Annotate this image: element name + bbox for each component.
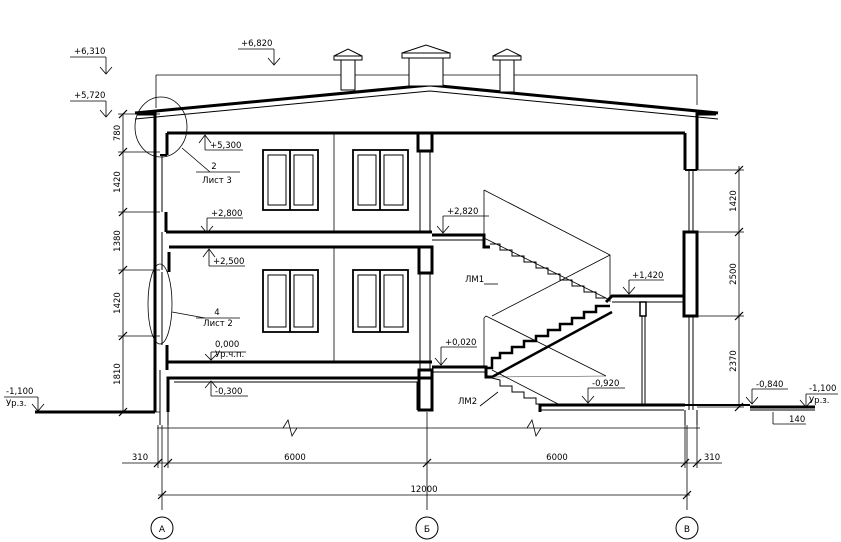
foot-dimension <box>772 412 806 425</box>
stair-label-upper: ЛМ1 <box>465 275 484 285</box>
axis-bubble-v <box>675 516 699 540</box>
elev-top-chimney: +6,310 <box>74 47 105 57</box>
detail-callouts <box>134 96 240 345</box>
elev-floor-2-lower: +2,500 <box>213 257 244 267</box>
dim-left-4: 1420 <box>113 292 123 314</box>
dim-left-5: 1810 <box>113 363 123 385</box>
detail-circle-eave <box>134 96 188 158</box>
dimension-labels-right: 1420 2500 2370 <box>729 190 739 372</box>
dim-bottom-span-bv: 6000 <box>546 453 568 463</box>
dim-left-3: 1380 <box>113 230 123 252</box>
elev-floor-2-upper: +2,800 <box>211 209 242 219</box>
elev-ground-far-right-label: Ур.з. <box>809 396 830 406</box>
ground-lines <box>35 405 815 438</box>
stair-flight-lower <box>486 304 610 370</box>
dim-left-2: 1420 <box>113 171 123 193</box>
elev-ground-far-right: -1,100 <box>809 384 836 394</box>
dimension-chain-left <box>118 109 160 417</box>
vent-caps <box>333 44 522 93</box>
axis-bubble-b <box>415 516 439 540</box>
dim-right-1: 1420 <box>729 190 739 212</box>
staircase <box>483 189 684 406</box>
window-upper-left <box>262 149 319 211</box>
vent-cap-center <box>401 44 451 87</box>
elev-landing: +1,420 <box>632 271 663 281</box>
window-upper-right <box>352 149 409 211</box>
axis-bubbles <box>150 516 699 540</box>
callout-2-number: 4 <box>214 308 219 318</box>
elev-ground-right: -0,840 <box>756 380 783 390</box>
stair-labels: ЛМ1 ЛМ2 <box>458 275 499 407</box>
stair-flight-upper <box>490 243 606 299</box>
elev-stair-bottom: +0,020 <box>445 338 476 348</box>
dim-bottom-right-offset: 310 <box>704 453 720 463</box>
dimension-chain-right <box>697 165 744 412</box>
elev-floor-1: 0,000 <box>215 340 239 350</box>
elevation-labels: +6,310 +6,820 +5,720 +5,300 +2,800 +2,50… <box>6 39 836 409</box>
elev-floor-1-label: Ур.ч.п. <box>215 350 244 360</box>
callout-2-sheet: Лист 2 <box>203 319 233 329</box>
axis-bubble-a <box>150 516 174 540</box>
window-lower-left <box>262 269 319 333</box>
elev-ground-left: -1,100 <box>6 387 33 397</box>
callout-1-sheet: Лист 3 <box>202 176 232 186</box>
elev-ridge: +6,820 <box>241 39 272 49</box>
dim-bottom-span-ab: 6000 <box>284 453 306 463</box>
axis-label-a: А <box>159 525 166 535</box>
elev-ceiling-2: +5,300 <box>210 141 241 151</box>
dimension-labels-bottom: 310 6000 6000 310 12000 <box>132 453 720 495</box>
dim-left-1: 780 <box>113 125 123 141</box>
axis-labels: А Б В <box>159 525 690 535</box>
callout-1-number: 2 <box>211 162 216 172</box>
elev-stair-top: +2,820 <box>447 207 478 217</box>
elevation-marks <box>4 48 838 412</box>
stair-label-lower: ЛМ2 <box>458 397 477 407</box>
dimension-labels-left: 780 1420 1380 1420 1810 <box>113 125 123 385</box>
elev-eave: +5,720 <box>74 91 105 101</box>
dim-bottom-total: 12000 <box>410 485 437 495</box>
dim-bottom-left-offset: 310 <box>132 453 148 463</box>
dim-right-3: 2370 <box>729 350 739 372</box>
stair-landing <box>604 294 684 304</box>
elev-basement: -0,920 <box>592 379 619 389</box>
detail-circle-wall <box>147 263 173 345</box>
elev-ground-left-label: Ур.з. <box>6 399 27 409</box>
vent-cap-right <box>492 48 522 93</box>
slabs <box>166 131 750 412</box>
dimension-chain-bottom <box>122 412 722 510</box>
axis-label-v: В <box>684 525 690 535</box>
window-lower-right <box>352 269 409 333</box>
vent-cap-left <box>333 48 363 91</box>
elev-below-floor: -0,300 <box>215 387 242 397</box>
windows <box>262 149 409 333</box>
dim-right-2: 2500 <box>729 263 739 285</box>
dim-foot-right: 140 <box>789 415 805 425</box>
axis-label-b: Б <box>424 525 430 535</box>
detail-callout-labels: 2 Лист 3 4 Лист 2 <box>202 162 233 329</box>
